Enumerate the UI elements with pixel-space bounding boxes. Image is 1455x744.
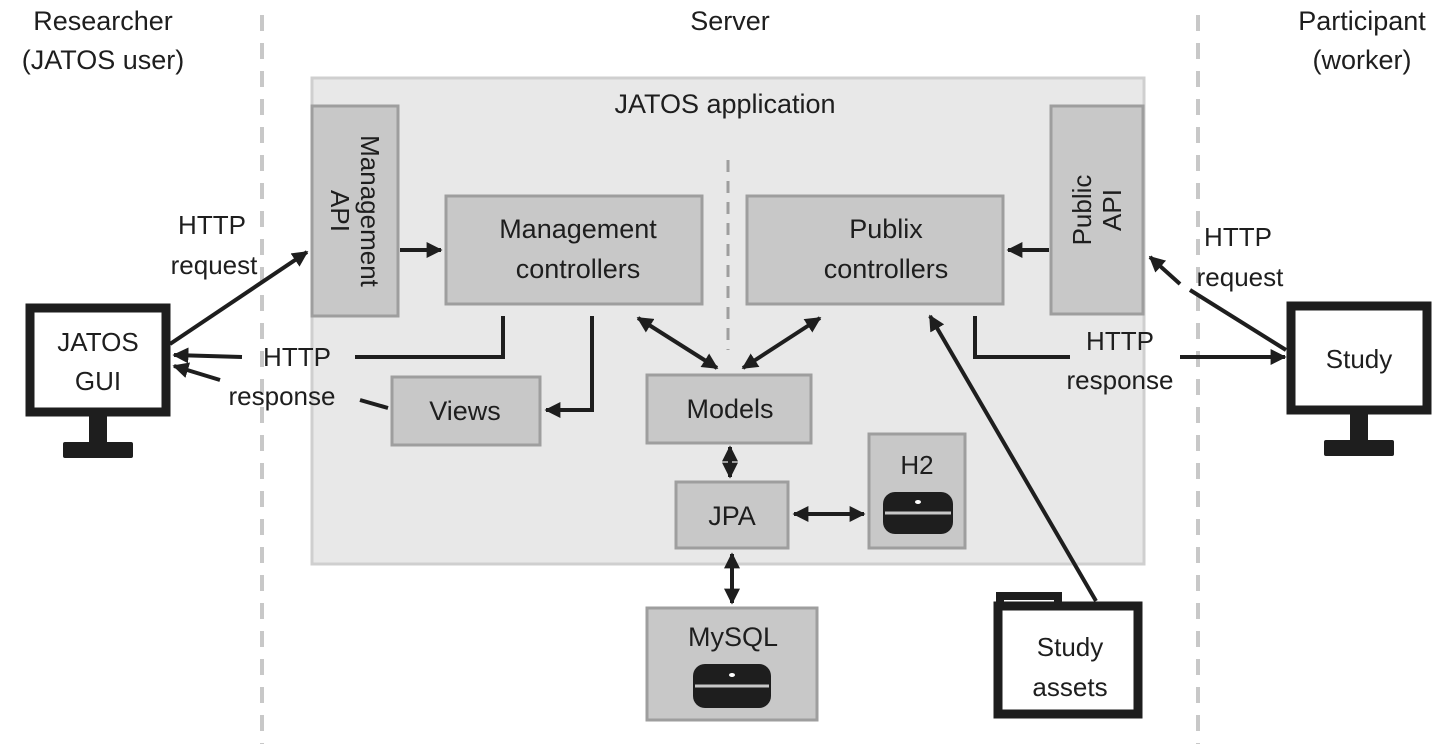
server-heading: Server: [690, 6, 770, 36]
jatos-gui-label: JATOS: [57, 327, 138, 357]
management-api-box: [310, 104, 400, 318]
management-api-label-2: API: [325, 190, 355, 232]
views-label: Views: [429, 396, 501, 426]
monitor-icon: [1286, 301, 1432, 456]
database-icon: [693, 664, 771, 708]
database-icon: [883, 492, 953, 534]
arrow-publix-controllers-models: [741, 316, 822, 370]
models-box: [645, 373, 813, 445]
mysql-label: MySQL: [688, 622, 778, 652]
participant-subheading: (worker): [1313, 45, 1412, 75]
study-assets-label-2: assets: [1032, 672, 1107, 702]
views-box: [390, 375, 542, 447]
left-http-request-label-2: request: [171, 250, 258, 280]
arrow-request-to-public-api: [1148, 255, 1182, 286]
jpa-box: [674, 480, 790, 550]
left-http-request-label: HTTP: [178, 210, 246, 240]
arrow-controllers-to-views: [544, 316, 594, 418]
right-http-request-label: HTTP: [1204, 222, 1272, 252]
arrow-study-request: [1188, 288, 1288, 352]
public-api-label-2: API: [1097, 189, 1127, 231]
right-http-response-label: HTTP: [1086, 326, 1154, 356]
h2-label: H2: [900, 450, 933, 480]
arrow-response-to-gui: [172, 347, 243, 364]
participant-heading: Participant: [1298, 6, 1426, 36]
publix-controllers-label-2: controllers: [824, 254, 949, 284]
left-http-response-label-2: response: [229, 381, 336, 411]
arrow-management-controllers-models: [636, 316, 719, 370]
management-controllers-label-2: controllers: [516, 254, 641, 284]
public-api-label: Public: [1067, 175, 1097, 246]
right-http-response-label-2: response: [1067, 365, 1174, 395]
study-assets-label: Study: [1037, 632, 1104, 662]
arrow-request-to-management-api: [168, 250, 309, 346]
models-label: Models: [686, 394, 773, 424]
arrow-response-to-gui-2: [172, 362, 221, 382]
researcher-subheading: (JATOS user): [22, 45, 185, 75]
arrow-controllers-response: [355, 316, 505, 359]
management-api-label: Management: [355, 135, 385, 288]
jatos-application-title: JATOS application: [614, 89, 835, 119]
study-computer-label: Study: [1326, 344, 1393, 374]
arrow-views-response: [359, 398, 389, 410]
left-http-response-label: HTTP: [263, 342, 331, 372]
arrow-publix-response: [973, 316, 1070, 359]
publix-controllers-label: Publix: [849, 214, 923, 244]
researcher-heading: Researcher: [33, 6, 173, 36]
public-api-box: [1049, 104, 1145, 316]
jatos-gui-label-2: GUI: [75, 366, 121, 396]
management-controllers-label: Management: [499, 214, 657, 244]
monitor-icon: [25, 303, 171, 458]
publix-controllers-box: [745, 194, 1005, 306]
arrow-assets-to-publix: [928, 314, 1098, 603]
management-controllers-box: [444, 194, 704, 306]
jpa-label: JPA: [708, 501, 756, 531]
folder-icon: [993, 592, 1143, 719]
right-http-request-label-2: request: [1197, 262, 1284, 292]
